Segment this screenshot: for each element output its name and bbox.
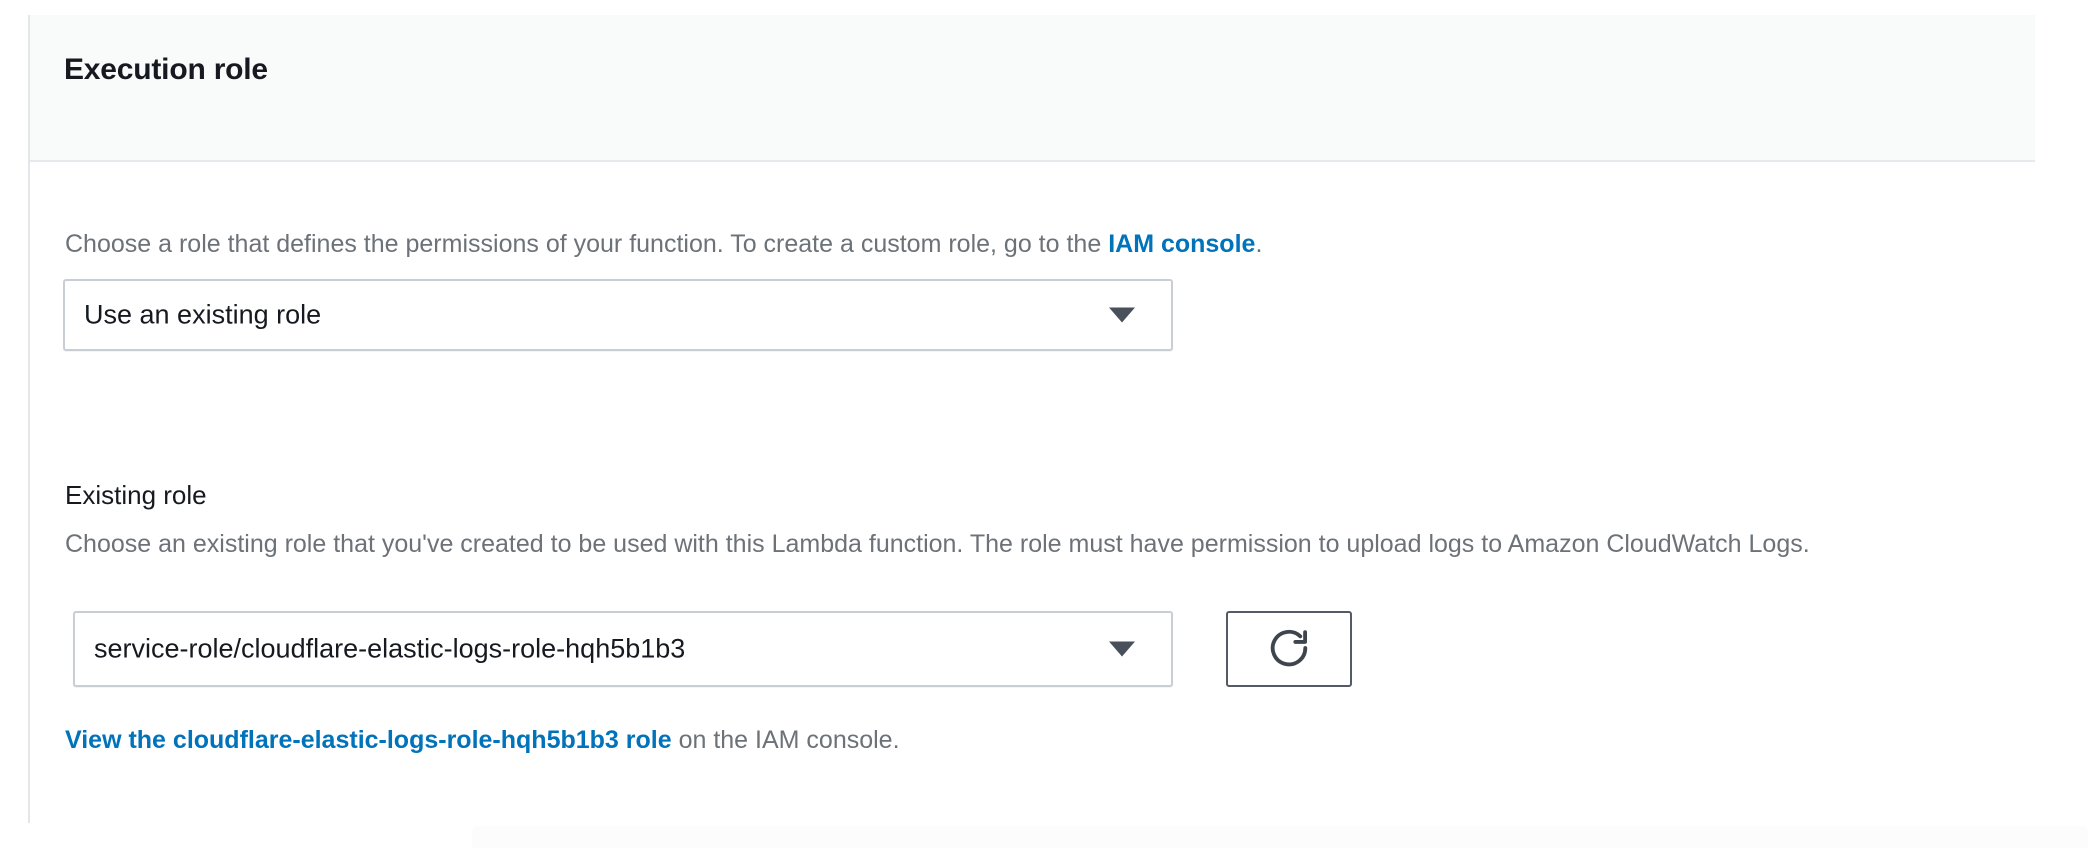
execution-role-card: Execution role Choose a role that define…	[28, 15, 2088, 823]
card-header: Execution role	[30, 15, 2035, 162]
chevron-down-icon	[1109, 307, 1135, 323]
role-source-select[interactable]: Use an existing role	[63, 279, 1173, 351]
role-source-description-text-after: .	[1255, 230, 1263, 258]
next-card-peek	[472, 826, 2088, 848]
role-source-description-text-before: Choose a role that defines the permissio…	[65, 230, 1109, 258]
existing-role-helper-text: Choose an existing role that you've crea…	[65, 530, 1810, 558]
role-source-select-value: Use an existing role	[84, 299, 322, 330]
existing-role-label: Existing role	[65, 480, 207, 510]
existing-role-select[interactable]: service-role/cloudflare-elastic-logs-rol…	[73, 611, 1173, 687]
page-title: Execution role	[64, 53, 268, 86]
iam-console-link[interactable]: IAM console	[1108, 230, 1256, 258]
view-role-link-suffix: on the IAM console.	[671, 726, 900, 754]
role-source-description: Choose a role that defines the permissio…	[65, 227, 1262, 262]
view-role-link[interactable]: View the cloudflare-elastic-logs-role-hq…	[65, 726, 672, 754]
chevron-down-icon	[1109, 641, 1135, 657]
existing-role-select-value: service-role/cloudflare-elastic-logs-rol…	[94, 633, 686, 664]
refresh-icon	[1266, 626, 1312, 672]
view-role-link-row: View the cloudflare-elastic-logs-role-hq…	[65, 724, 900, 756]
card-body: Choose a role that defines the permissio…	[30, 164, 2088, 823]
refresh-roles-button[interactable]	[1226, 611, 1352, 687]
